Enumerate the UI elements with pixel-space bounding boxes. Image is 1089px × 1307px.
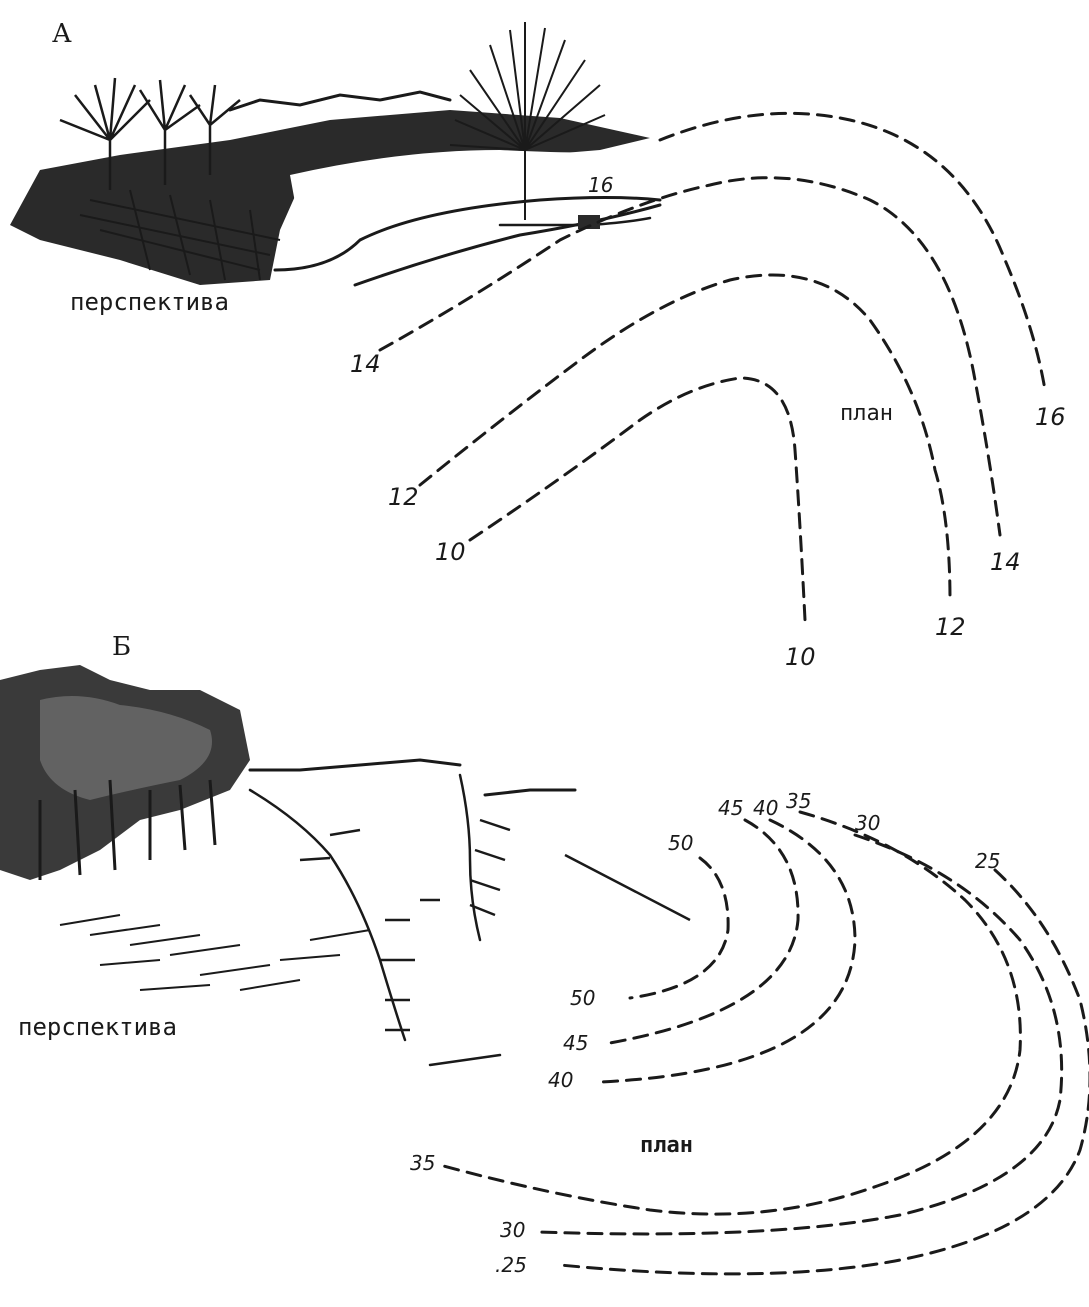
contour-a-16 (658, 111, 1047, 392)
label-a-12-end: 12 (935, 613, 966, 641)
grass-hatching (59, 914, 371, 991)
section-a-perspective-sketch (10, 22, 662, 287)
label-b-35-top: 35 (786, 789, 811, 813)
main-tree (449, 22, 606, 220)
label-b-40-top: 40 (753, 796, 778, 820)
section-a-contour-labels: 16 16 14 14 12 12 10 10 (350, 173, 1066, 671)
label-a-16-top: 16 (588, 173, 613, 197)
valley-floor-line (428, 1053, 502, 1067)
section-b-contour-labels: 50 50 45 45 40 40 35 35 30 30 25 .25 (410, 789, 1000, 1277)
contour-b-40 (598, 818, 857, 1084)
tree-base-patch (578, 215, 600, 229)
contour-b-50 (628, 856, 730, 1000)
label-b-50-bottom: 50 (570, 986, 595, 1010)
section-b-perspective-sketch (0, 665, 691, 1067)
far-horizon-trees-right (483, 788, 577, 797)
label-a-16-end: 16 (1035, 403, 1066, 431)
ravine-hatching (299, 818, 691, 1032)
hill-contour-line-1 (273, 196, 662, 272)
tree-canopy-light (40, 696, 212, 800)
orchard-trunks (38, 779, 217, 880)
label-a-14-start: 14 (350, 350, 381, 378)
label-b-35-bottom: 35 (410, 1151, 435, 1175)
far-tree-line (228, 90, 452, 112)
contour-a-14 (378, 176, 1002, 537)
label-a-14-end: 14 (990, 548, 1021, 576)
section-b: Б перспектива п (0, 632, 1089, 1277)
section-a-plan-caption: план (840, 401, 893, 426)
label-a-10-end: 10 (785, 643, 816, 671)
contour-b-45 (608, 818, 800, 1045)
contour-b-35 (438, 810, 1022, 1216)
valley-slope-left (248, 788, 407, 1042)
section-b-letter: Б (112, 632, 131, 662)
left-tree-group (59, 77, 241, 190)
far-horizon-trees (248, 758, 462, 772)
hill-light-top (290, 150, 650, 230)
label-a-10-start: 10 (435, 538, 466, 566)
label-b-50-top: 50 (668, 831, 693, 855)
section-b-plan-caption: план (640, 1133, 693, 1158)
section-a-letter: А (52, 19, 72, 49)
contour-b-25 (558, 868, 1089, 1276)
label-b-45-bottom: 45 (563, 1031, 588, 1055)
label-b-30-bottom: 30 (500, 1218, 525, 1242)
contour-a-12 (418, 273, 952, 602)
section-b-plan-contours (438, 810, 1089, 1276)
label-a-12-start: 12 (388, 483, 419, 511)
section-a: А (10, 19, 1066, 671)
section-a-perspective-caption: перспектива (70, 288, 229, 316)
hill-ground-line (498, 216, 652, 227)
hill-contour-line-2 (353, 203, 662, 287)
label-b-45-top: 45 (718, 796, 743, 820)
label-b-30-top: 30 (855, 811, 880, 835)
contour-b-30 (538, 833, 1064, 1236)
label-b-40-bottom: 40 (548, 1068, 573, 1092)
valley-slope-right (458, 773, 482, 942)
label-b-25-bottom: .25 (495, 1253, 527, 1277)
contour-a-10 (468, 376, 807, 622)
label-b-25-top: 25 (975, 849, 1000, 873)
section-a-plan-contours (378, 111, 1047, 622)
terrace-grid (79, 189, 281, 281)
section-b-perspective-caption: перспектива (18, 1013, 177, 1041)
